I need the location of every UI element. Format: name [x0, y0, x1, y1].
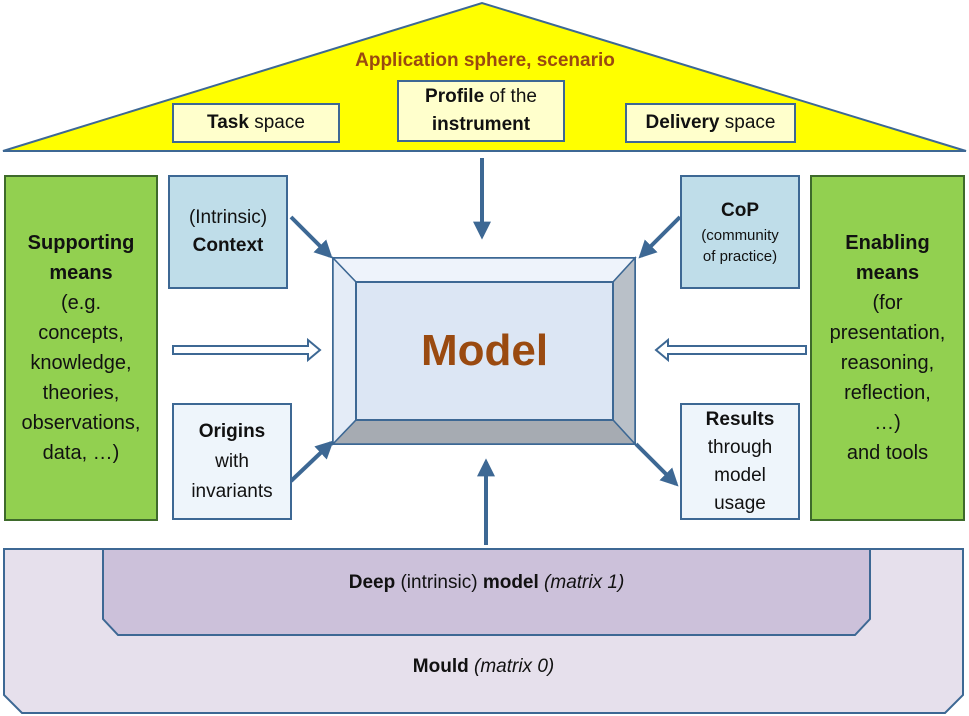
cop-box: CoP (community of practice)	[680, 175, 800, 289]
profile-instrument-box: Profile of the instrument	[397, 80, 565, 142]
enabling-to-model-arrow	[654, 337, 807, 363]
profile-rest: of the	[484, 86, 537, 107]
model-frame	[331, 256, 637, 446]
supporting-line-6: data, …)	[42, 442, 120, 464]
cop-to-model-arrow	[638, 215, 682, 259]
supporting-line-5: observations,	[21, 412, 141, 434]
task-space-rest: space	[248, 112, 305, 133]
model-title: Model	[420, 326, 549, 375]
results-line-3: model	[714, 464, 766, 486]
results-box: Results through model usage	[680, 403, 800, 520]
supporting-to-model-arrow	[172, 337, 322, 363]
delivery-space-bold: Delivery	[645, 112, 720, 133]
results-line-4: usage	[714, 492, 766, 514]
enabling-line-5: …)	[874, 412, 901, 434]
model-to-results-arrow	[634, 442, 679, 487]
cop-bold: CoP	[721, 200, 759, 221]
context-line-1: (Intrinsic)	[188, 207, 268, 228]
supporting-line-2: concepts,	[38, 322, 124, 344]
instrument-bold: instrument	[431, 114, 531, 135]
deep-model-label: Deep (intrinsic) model (matrix 1)	[103, 572, 870, 594]
supporting-line-4: theories,	[42, 382, 120, 404]
cop-line-3: of practice)	[702, 248, 778, 265]
enabling-line-1: (for	[872, 292, 903, 314]
mould-label: Mould (matrix 0)	[4, 656, 963, 678]
origins-to-model-arrow	[289, 440, 334, 483]
deep-rest: (intrinsic)	[395, 572, 483, 593]
deep-italic: (matrix 1)	[538, 572, 625, 593]
delivery-space-rest: space	[719, 112, 776, 133]
profile-bold: Profile	[425, 86, 485, 107]
deep-bold: Deep	[348, 572, 396, 593]
enabling-line-4: reflection,	[844, 382, 931, 404]
supporting-line-1: (e.g.	[60, 292, 102, 314]
delivery-space-box: Delivery space	[625, 103, 796, 143]
context-to-model-arrow	[289, 215, 333, 259]
deep-model-shape	[102, 548, 871, 636]
deep-model-bold: model	[482, 572, 539, 593]
supporting-bold-2: means	[49, 262, 113, 284]
supporting-means-box: Supporting means (e.g. concepts, knowled…	[4, 175, 158, 521]
origins-box: Origins with invariants	[172, 403, 292, 520]
cop-line-2: (community	[701, 227, 779, 244]
origins-bold: Origins	[198, 420, 266, 442]
context-line-2: Context	[192, 235, 264, 256]
origins-line-2: with	[215, 450, 249, 472]
supporting-line-3: knowledge,	[30, 352, 132, 374]
task-space-box: Task space	[172, 103, 340, 143]
supporting-bold-1: Supporting	[27, 232, 135, 254]
mould-italic: (matrix 0)	[468, 656, 555, 677]
results-line-2: through	[707, 436, 773, 458]
enabling-means-box: Enabling means (for presentation, reason…	[810, 175, 965, 521]
enabling-line-6: and tools	[846, 442, 929, 464]
enabling-line-2: presentation,	[829, 322, 946, 344]
enabling-bold-1: Enabling	[845, 232, 930, 254]
roof-title: Application sphere, scenario	[355, 50, 615, 71]
enabling-line-3: reasoning,	[840, 352, 935, 374]
mould-bold: Mould	[412, 656, 469, 677]
results-bold: Results	[705, 408, 775, 430]
enabling-bold-2: means	[855, 262, 920, 284]
task-space-bold: Task	[207, 112, 249, 133]
context-box: (Intrinsic) Context	[168, 175, 288, 289]
origins-line-3: invariants	[191, 480, 273, 502]
